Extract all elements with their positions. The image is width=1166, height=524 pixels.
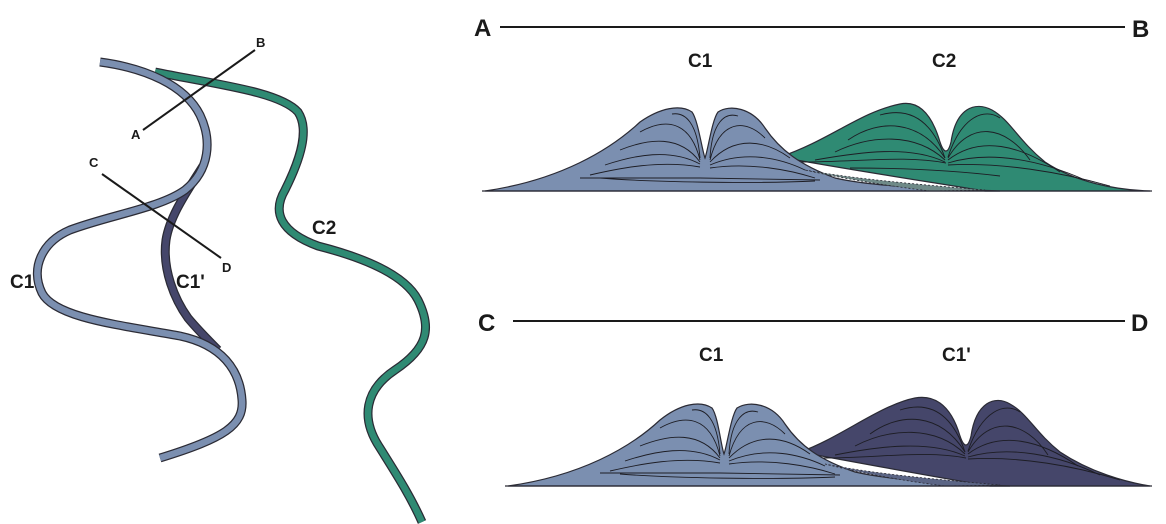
section-label-a: A	[474, 15, 491, 42]
map-label-c2: C2	[312, 218, 336, 239]
section-line-ab	[142, 49, 256, 131]
section-line-cd	[101, 173, 222, 259]
c2-internal-layering	[799, 112, 1111, 187]
section-cd-body-c1-prime: C1'	[942, 345, 971, 366]
levee-body-c1-lower	[507, 403, 1011, 487]
overlap-zone-cd	[824, 463, 1001, 487]
section-ab-body-c1: C1	[688, 51, 713, 72]
c1-lower-internal-layering	[600, 409, 841, 479]
overlap-zone-ab	[804, 169, 986, 192]
section-cd-body-c1: C1	[699, 345, 724, 366]
section-label-d: D	[1131, 310, 1148, 337]
cross-section-ab: A B C1 C2	[474, 15, 1152, 192]
section-label-b: B	[1132, 16, 1149, 43]
map-label-d: D	[222, 260, 231, 275]
map-label-c1-prime: C1'	[176, 272, 205, 293]
map-label-a: A	[131, 127, 141, 142]
cross-section-cd: C D C1 C1'	[478, 310, 1152, 487]
c1-prime-internal-layering	[819, 406, 1121, 481]
map-label-c: C	[89, 155, 99, 170]
map-label-b: B	[256, 35, 265, 50]
plan-view-map: B A C D C1 C1' C2	[10, 35, 430, 524]
map-label-c1: C1	[10, 272, 35, 293]
section-label-c: C	[478, 310, 495, 337]
section-ab-body-c2: C2	[932, 51, 956, 72]
channel-c1	[32, 57, 247, 463]
c1-internal-layering	[580, 113, 821, 183]
